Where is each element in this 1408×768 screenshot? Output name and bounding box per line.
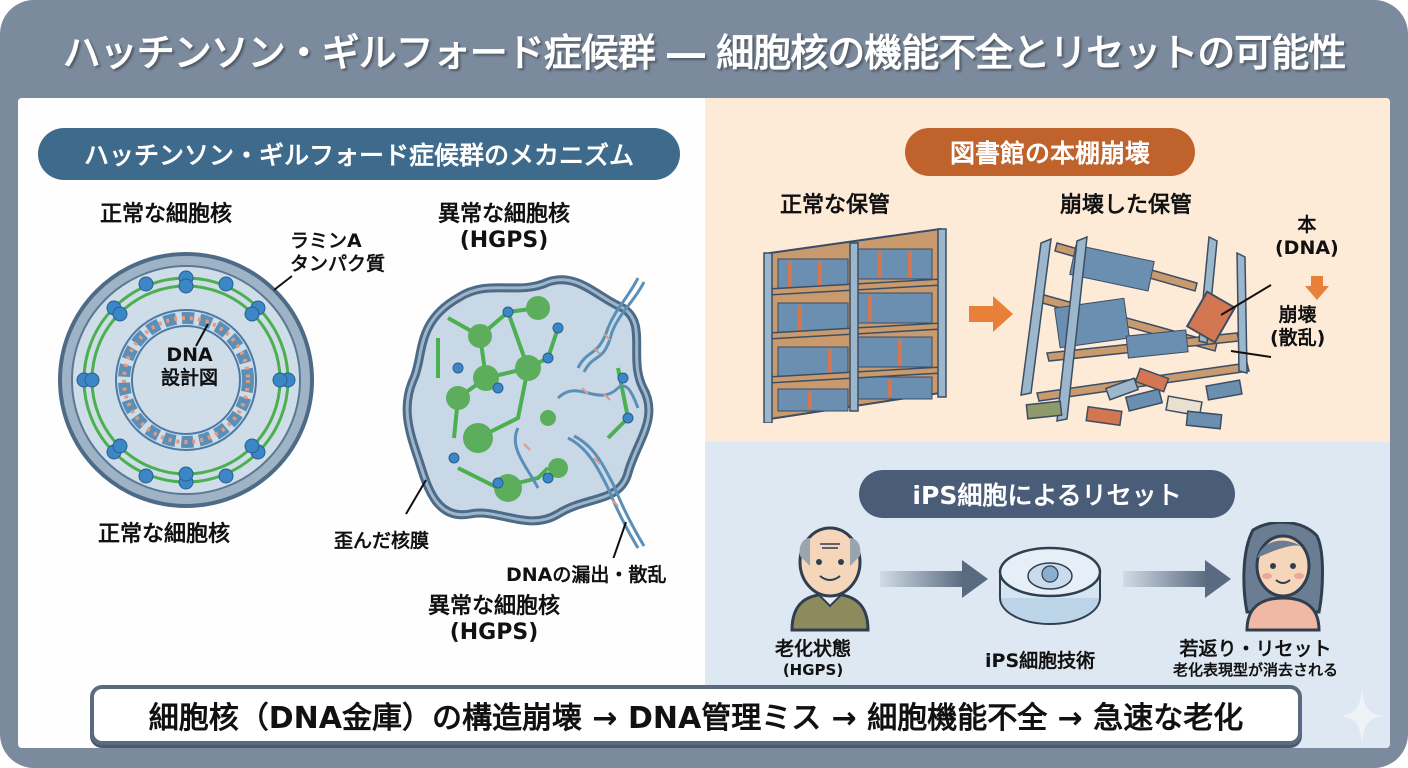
abnormal-nucleus-caption: 異常な細胞核 (HGPS) — [428, 594, 560, 647]
young-person-icon — [1242, 522, 1324, 632]
abnormal-nucleus-icon — [402, 275, 654, 558]
mechanism-heading: ハッチンソン・ギルフォード症候群のメカニズム — [38, 128, 680, 180]
intact-bookshelf-icon — [763, 227, 947, 423]
collapse-scatter-label: 崩壊 (散乱) — [1270, 304, 1325, 350]
normal-nucleus-title: 正常な細胞核 — [100, 202, 233, 227]
step-1-sub: (HGPS) — [782, 660, 844, 679]
gradient-arrow-2-icon — [1123, 560, 1233, 598]
dna-label-line1: DNA — [166, 344, 213, 366]
distorted-membrane-label: 歪んだ核膜 — [334, 530, 430, 552]
petri-dish-icon — [998, 546, 1102, 625]
dna-leak-label: DNAの漏出・散乱 — [506, 564, 667, 586]
lamin-label-line1: ラミンA — [290, 230, 362, 252]
normal-nucleus-icon — [58, 252, 314, 508]
aging-state-label: 老化状態 (HGPS) — [775, 638, 851, 679]
collapse-label-line2: (散乱) — [1270, 326, 1326, 349]
abnormal-title-line2: (HGPS) — [459, 228, 549, 254]
orange-arrow-icon — [969, 296, 1013, 332]
library-heading: 図書館の本棚崩壊 — [905, 128, 1195, 176]
abnormal-caption-line1: 異常な細胞核 — [428, 594, 561, 619]
page-title: ハッチンソン・ギルフォード症候群 ― 細胞核の機能不全とリセットの可能性 — [62, 30, 1346, 75]
sparkle-icon — [1340, 688, 1384, 744]
collapsed-bookshelf-icon — [1020, 235, 1272, 430]
library-panel: 図書館の本棚崩壊 正常な保管 崩壊した保管 — [705, 98, 1390, 442]
ips-heading: iPS細胞によるリセット — [859, 470, 1235, 518]
dna-blueprint-label: DNA 設計図 — [161, 344, 218, 390]
step-3-label: 若返り・リセット — [1179, 638, 1332, 660]
elderly-person-icon — [790, 526, 870, 632]
down-arrow-icon — [1305, 276, 1329, 300]
abnormal-title-line1: 異常な細胞核 — [438, 202, 571, 227]
summary-banner: 細胞核（DNA金庫）の構造崩壊 → DNA管理ミス → 細胞機能不全 → 急速な… — [90, 685, 1302, 745]
mechanism-panel: ハッチンソン・ギルフォード症候群のメカニズム 正常な細胞核 ラミンA タンパク質 — [18, 98, 705, 748]
book-label-line1: 本 — [1297, 214, 1317, 236]
abnormal-nucleus-title: 異常な細胞核 (HGPS) — [438, 202, 570, 255]
abnormal-caption-line2: (HGPS) — [449, 620, 539, 646]
normal-nucleus-caption: 正常な細胞核 — [98, 522, 231, 547]
collapsed-storage-label: 崩壊した保管 — [1060, 193, 1193, 218]
ips-technology-label: iPS細胞技術 — [985, 650, 1096, 672]
dna-label-line2: 設計図 — [161, 366, 219, 389]
rejuvenation-label: 若返り・リセット 老化表現型が消去される — [1173, 638, 1338, 679]
book-label-line2: (DNA) — [1275, 236, 1339, 259]
gradient-arrow-1-icon — [880, 560, 990, 598]
step-3-sub: 老化表現型が消去される — [1173, 660, 1339, 679]
lamin-label-line2: タンパク質 — [290, 252, 386, 275]
normal-storage-label: 正常な保管 — [780, 193, 891, 218]
lamin-label: ラミンA タンパク質 — [290, 230, 385, 276]
book-dna-label: 本 (DNA) — [1275, 214, 1339, 260]
content-area: ハッチンソン・ギルフォード症候群のメカニズム 正常な細胞核 ラミンA タンパク質 — [18, 98, 1390, 748]
step-1-label: 老化状態 — [775, 638, 852, 660]
collapse-label-line1: 崩壊 — [1278, 304, 1317, 326]
